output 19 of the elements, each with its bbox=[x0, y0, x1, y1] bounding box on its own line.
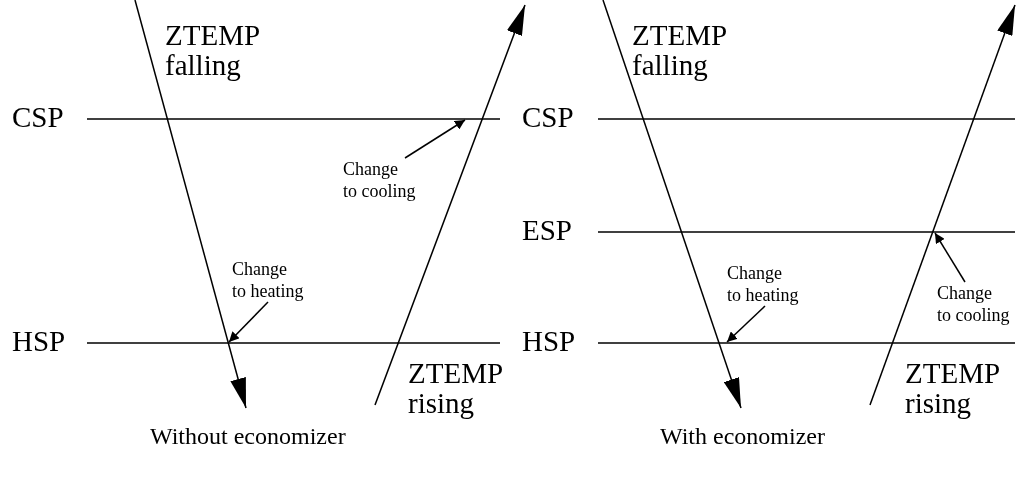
panel-caption: Without economizer bbox=[150, 424, 346, 450]
temperature-label: ZTEMP falling bbox=[632, 20, 728, 81]
leader-arrow bbox=[934, 232, 966, 283]
callout-text: Change to heating bbox=[727, 262, 799, 306]
setpoint-label: HSP bbox=[12, 326, 66, 357]
temperature-label: ZTEMP rising bbox=[408, 358, 504, 419]
callout-text: Change to heating bbox=[232, 258, 304, 302]
callout-text: Change to cooling bbox=[937, 282, 1010, 326]
leader-arrow bbox=[404, 119, 466, 159]
setpoint-label: ESP bbox=[522, 215, 572, 246]
temperature-label: ZTEMP falling bbox=[165, 20, 261, 81]
panel-caption: With economizer bbox=[660, 424, 825, 450]
setpoint-label: HSP bbox=[522, 326, 576, 357]
leader-arrow bbox=[726, 305, 766, 343]
callout-text: Change to cooling bbox=[343, 158, 416, 202]
setpoint-label: CSP bbox=[522, 102, 574, 133]
temperature-label: ZTEMP rising bbox=[905, 358, 1001, 419]
setpoint-label: CSP bbox=[12, 102, 64, 133]
leader-arrow bbox=[228, 301, 269, 343]
